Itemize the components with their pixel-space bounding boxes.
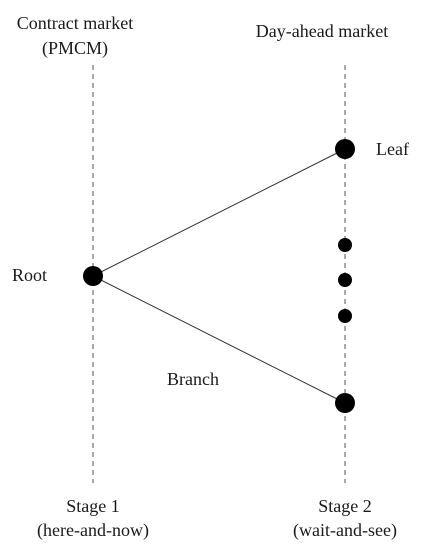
leaf-label: Leaf	[376, 139, 409, 159]
contract-market-label: Contract market	[17, 13, 133, 33]
root-node	[83, 266, 103, 286]
pmcm-label: (PMCM)	[42, 38, 108, 59]
ellipsis-dot-2	[338, 273, 352, 287]
leaf-node-bottom	[335, 393, 355, 413]
ellipsis-dot-3	[338, 309, 352, 323]
branch-label: Branch	[167, 369, 219, 389]
stage2-label: Stage 2	[318, 496, 372, 516]
ellipsis-dot-1	[338, 238, 352, 252]
branch-edge-lower	[92, 275, 346, 404]
root-label: Root	[12, 265, 47, 285]
here-and-now-label: (here-and-now)	[37, 520, 149, 541]
leaf-node-top	[335, 139, 355, 159]
wait-and-see-label: (wait-and-see)	[293, 520, 397, 541]
stage1-label: Stage 1	[66, 496, 120, 516]
branch-edge-upper	[92, 148, 346, 277]
day-ahead-market-label: Day-ahead market	[256, 21, 388, 41]
